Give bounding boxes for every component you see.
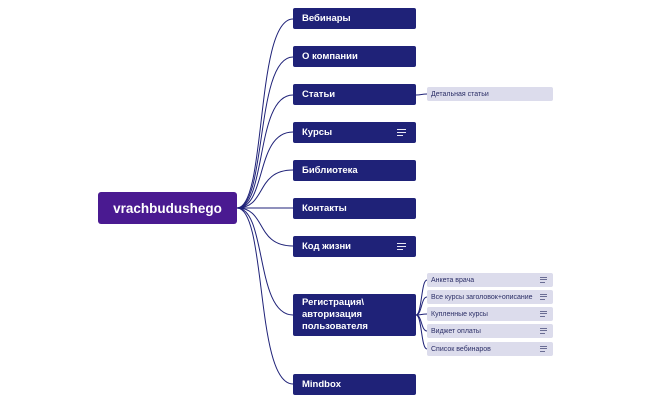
connector-line: [415, 314, 428, 350]
connector-line: [236, 94, 294, 209]
topic-label: Библиотека: [302, 164, 358, 176]
subtopic-payment-widget[interactable]: Виджет оплаты: [427, 324, 553, 338]
connector-line: [236, 18, 294, 209]
connector-line: [236, 207, 294, 385]
subtopic-label: Список вебинаров: [431, 345, 491, 353]
subtopic-label: Купленные курсы: [431, 310, 488, 318]
subtopic-article-detail[interactable]: Детальная статьи: [427, 87, 553, 101]
topic-label: Mindbox: [302, 378, 342, 390]
subtopic-label: Детальная статьи: [431, 90, 489, 98]
notes-icon[interactable]: [540, 346, 547, 352]
notes-icon[interactable]: [540, 294, 547, 300]
connector-line: [415, 314, 428, 332]
connector-line: [236, 169, 294, 209]
topic-label: О компании: [302, 50, 358, 62]
topic-label: Код жизни: [302, 240, 352, 252]
topic-label: Контакты: [302, 202, 347, 214]
topic-library[interactable]: Библиотека: [293, 160, 416, 181]
notes-icon[interactable]: [540, 311, 547, 317]
topic-about-company[interactable]: О компании: [293, 46, 416, 67]
subtopic-all-courses[interactable]: Все курсы заголовок+описание: [427, 290, 553, 304]
connector-line: [236, 56, 294, 209]
topic-life-code[interactable]: Код жизни: [293, 236, 416, 257]
notes-icon[interactable]: [540, 328, 547, 334]
subtopic-label: Все курсы заголовок+описание: [431, 293, 533, 301]
root-node[interactable]: vrachbudushego: [98, 192, 237, 224]
connector-line: [236, 207, 294, 316]
notes-icon[interactable]: [397, 243, 406, 250]
subtopic-label: Анкета врача: [431, 276, 475, 284]
topic-label: Вебинары: [302, 12, 351, 24]
topic-courses[interactable]: Курсы: [293, 122, 416, 143]
connector-line: [236, 207, 294, 247]
topic-webinars[interactable]: Вебинары: [293, 8, 416, 29]
subtopic-doctor-form[interactable]: Анкета врача: [427, 273, 553, 287]
topic-label: Регистрация\ авторизация пользователя: [302, 297, 368, 332]
notes-icon[interactable]: [540, 277, 547, 283]
topic-mindbox[interactable]: Mindbox: [293, 374, 416, 395]
topic-registration[interactable]: Регистрация\ авторизация пользователя: [293, 294, 416, 336]
topic-contacts[interactable]: Контакты: [293, 198, 416, 219]
root-label: vrachbudushego: [113, 200, 222, 216]
connector-line: [415, 93, 428, 96]
topic-articles[interactable]: Статьи: [293, 84, 416, 105]
notes-icon[interactable]: [397, 129, 406, 136]
subtopic-webinar-list[interactable]: Список вебинаров: [427, 342, 553, 356]
topic-label: Курсы: [302, 126, 333, 138]
connector-line: [236, 131, 294, 209]
topic-label: Статьи: [302, 88, 336, 100]
subtopic-label: Виджет оплаты: [431, 327, 481, 335]
subtopic-purchased-courses[interactable]: Купленные курсы: [427, 307, 553, 321]
